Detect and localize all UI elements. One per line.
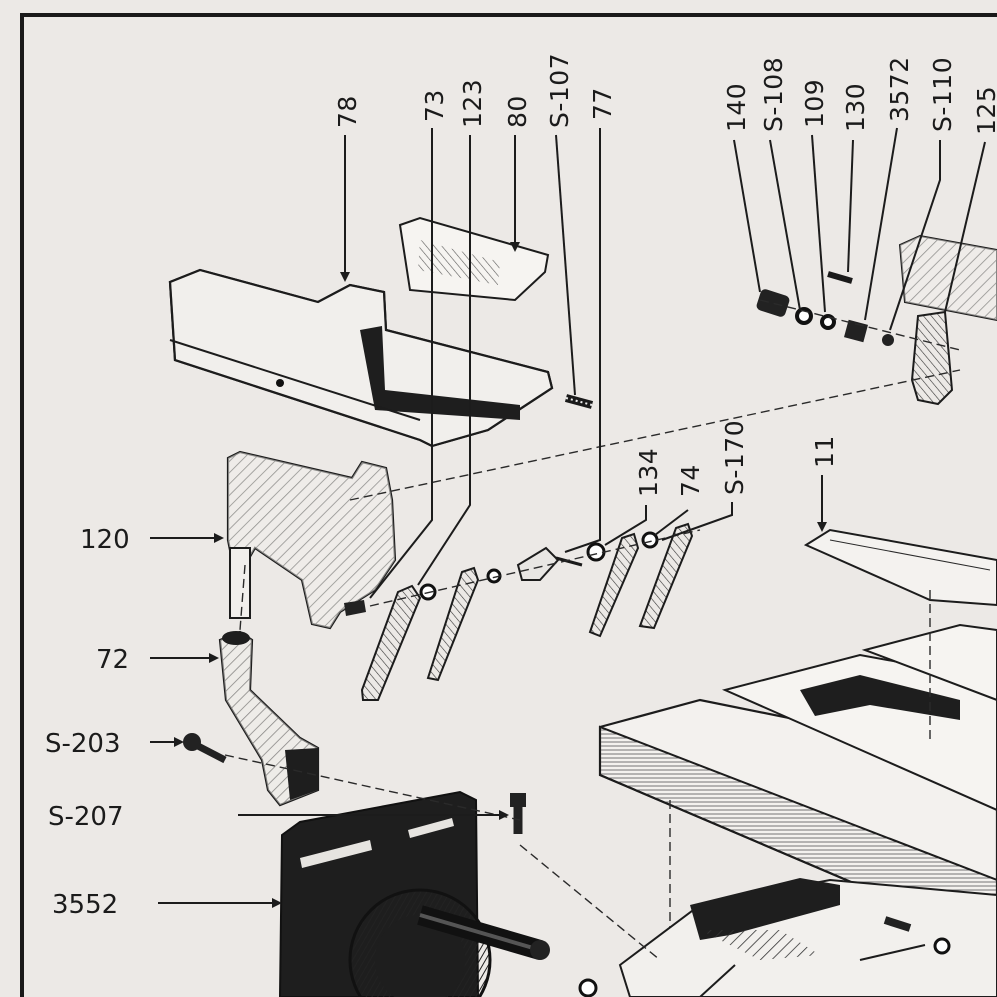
right-top-assembly bbox=[756, 234, 997, 406]
label-S203: S-203 bbox=[45, 729, 121, 759]
bottom-right-housing bbox=[578, 878, 997, 997]
page-border bbox=[20, 13, 997, 997]
part-11-plate bbox=[803, 528, 997, 607]
label-78: 78 bbox=[333, 95, 362, 128]
part-labels-top: 78 73 123 80 S-107 77 140 S-108 109 130 … bbox=[333, 53, 997, 135]
part-72-lever bbox=[218, 630, 320, 807]
label-S108: S-108 bbox=[759, 57, 788, 132]
label-130: 130 bbox=[841, 83, 870, 132]
part-78-guard-housing bbox=[168, 268, 554, 448]
part-S107-spring bbox=[564, 394, 594, 409]
label-S110: S-110 bbox=[928, 57, 957, 132]
table-assembly bbox=[598, 590, 997, 960]
label-72: 72 bbox=[96, 645, 129, 675]
label-3552: 3552 bbox=[52, 890, 118, 920]
part-120-bracket bbox=[226, 450, 397, 630]
label-123: 123 bbox=[458, 79, 487, 128]
leader-lines bbox=[150, 127, 986, 997]
label-74: 74 bbox=[676, 464, 705, 497]
label-S207: S-207 bbox=[48, 802, 124, 832]
part-80-shield bbox=[398, 216, 550, 302]
part-3552-motor-plate bbox=[278, 790, 550, 997]
label-77: 77 bbox=[588, 87, 617, 120]
label-73: 73 bbox=[420, 89, 449, 122]
part-S203-screw bbox=[183, 733, 227, 764]
label-11: 11 bbox=[810, 435, 839, 468]
label-S170: S-170 bbox=[720, 420, 749, 495]
assembly-centerlines bbox=[224, 369, 961, 961]
label-134: 134 bbox=[634, 448, 663, 497]
label-3572: 3572 bbox=[885, 56, 914, 122]
part-S207-screw bbox=[510, 793, 526, 834]
label-140: 140 bbox=[722, 83, 751, 132]
part-labels-middle: 134 74 S-170 11 bbox=[634, 420, 839, 497]
label-109: 109 bbox=[800, 79, 829, 128]
label-125: 125 bbox=[972, 86, 997, 135]
part-labels-left: 120 72 S-203 S-207 3552 bbox=[45, 525, 130, 920]
label-120: 120 bbox=[80, 525, 130, 555]
label-80: 80 bbox=[503, 95, 532, 128]
label-S107: S-107 bbox=[545, 53, 574, 128]
linkage-arms bbox=[344, 522, 694, 701]
